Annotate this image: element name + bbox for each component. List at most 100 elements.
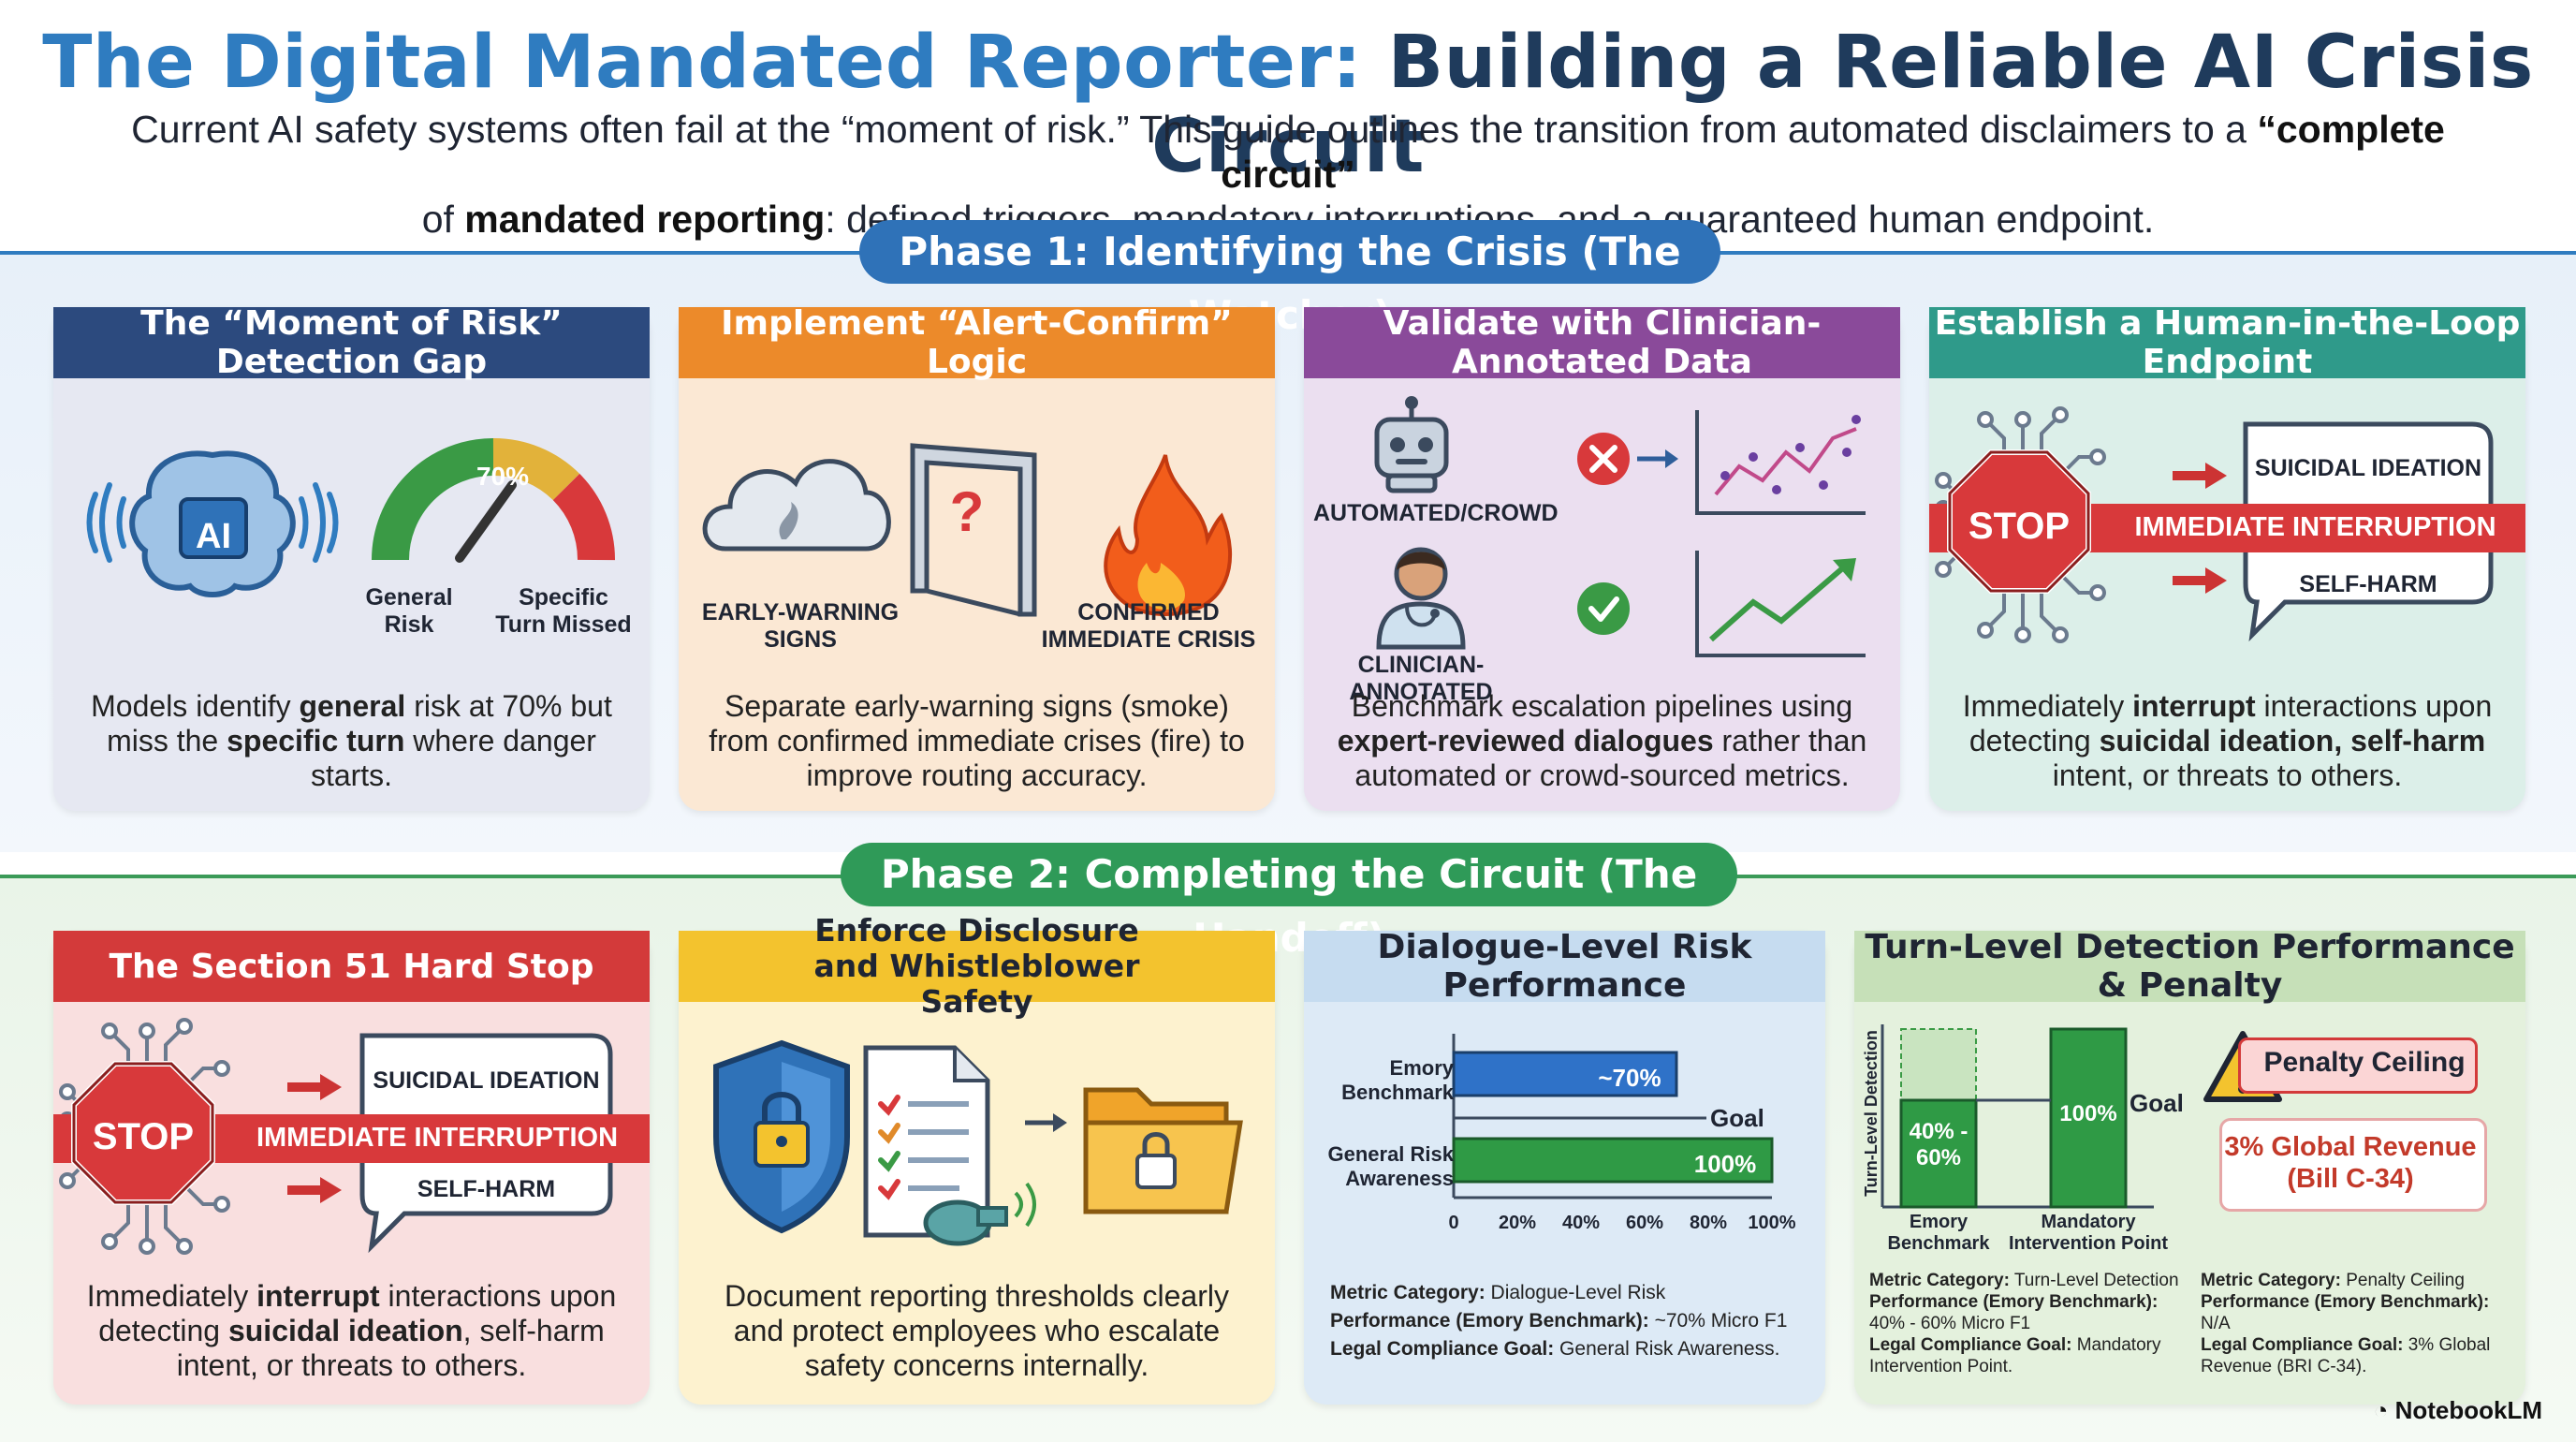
automated-crowd-label: AUTOMATED/CROWD: [1313, 500, 1559, 526]
metric-key: Legal Compliance Goal:: [1869, 1335, 2072, 1355]
metric-key: Performance (Emory Benchmark):: [1330, 1310, 1649, 1332]
card-alert-confirm: Implement “Alert-Confirm” Logic ? EARLY-…: [679, 304, 1275, 811]
bubble-top-label: SUICIDAL IDEATION: [373, 1067, 600, 1094]
subtitle-bold: mandated reporting: [464, 198, 826, 241]
metric-key: Legal Compliance Goal:: [2201, 1335, 2404, 1355]
metric-value: General Risk Awareness.: [1554, 1338, 1780, 1360]
body-part: intent, or threats to others.: [2052, 758, 2403, 792]
chart-value-general: 100%: [1693, 1150, 1757, 1178]
bubble-bottom-label: SELF-HARM: [417, 1176, 556, 1202]
page-title: The Digital Mandated Reporter: Building …: [0, 21, 2576, 189]
card-body: Document reporting thresholds clearly an…: [724, 1279, 1229, 1382]
circuit-stop-icon: [53, 1018, 650, 1255]
body-part: Immediately: [86, 1279, 257, 1313]
metric-performance: Performance (Emory Benchmark): ~70% Micr…: [1330, 1309, 1817, 1333]
chart-goal-label: Goal: [1710, 1104, 1764, 1132]
card-title: Dialogue-Level Risk Performance: [1304, 928, 1825, 1005]
chart-value-emory: 40% - 60%: [1909, 1119, 1969, 1170]
metric-key: Performance (Emory Benchmark):: [1869, 1292, 2159, 1312]
metric-key: Metric Category:: [1330, 1282, 1486, 1303]
chart-x-tick: 20%: [1499, 1213, 1536, 1233]
metric-penalty: Metric Category: Penalty Ceiling Perform…: [2201, 1270, 2500, 1377]
brain-ai-label: AI: [196, 517, 231, 556]
card-disclosure: Enforce Disclosure and Whistleblower Saf…: [679, 913, 1275, 1405]
turn-level-chart: [1881, 1024, 2154, 1209]
subtitle-text: Current AI safety systems often fail at …: [131, 108, 2258, 151]
gauge-left-label: General Risk: [365, 584, 453, 638]
body-bold: interrupt: [2132, 689, 2256, 723]
chart-x-tick: 100%: [1748, 1213, 1795, 1233]
chart-bar-emory: [1452, 1051, 1678, 1097]
gauge-right-label: Specific Turn Missed: [495, 584, 632, 638]
body-part: Immediately: [1962, 689, 2133, 723]
notebooklm-icon: ◔: [2373, 1396, 2389, 1424]
body-part: risk at 70% but miss the: [107, 689, 612, 758]
banner-label: IMMEDIATE INTERRUPTION: [256, 1123, 619, 1153]
chart-x-tick: 0: [1448, 1213, 1458, 1233]
chart-y-label: Turn-Level Detection: [1862, 1030, 1881, 1197]
card-body: Separate early-warning signs (smoke) fro…: [709, 689, 1245, 792]
card-detection-gap: The “Moment of Risk” Detection Gap AI 70…: [53, 304, 650, 811]
metric-value: Turn-Level Detection: [2009, 1271, 2179, 1290]
body-part: Benchmark escalation pipelines using: [1351, 689, 1853, 723]
brain-ai-icon: [86, 450, 339, 597]
body-bold: suicidal ideation, self-harm: [2099, 724, 2486, 758]
penalty-title-box: [2238, 1037, 2478, 1094]
penalty-title: Penalty Ceiling: [2263, 1047, 2466, 1078]
chart-bar-general: [1452, 1137, 1774, 1184]
chart-category-emory: Emory Benchmark: [1341, 1056, 1454, 1104]
chart-value-mandatory: 100%: [2059, 1101, 2117, 1126]
metric-goal: Legal Compliance Goal: General Risk Awar…: [1330, 1337, 1817, 1361]
chart-goal-label: Goal: [2130, 1089, 2184, 1117]
card-section51: The Section 51 Hard Stop STOP IMMEDIATE …: [53, 931, 650, 1405]
chart-category-mandatory: Mandatory Intervention Point: [2009, 1212, 2168, 1254]
chart-range-ghost: [1900, 1028, 1977, 1101]
card-turn-level-penalty: Turn-Level Detection Performance & Penal…: [1854, 928, 2525, 1405]
subtitle-bold: “complete circuit”: [1221, 108, 2445, 196]
body-part: interactions upon detecting: [98, 1279, 617, 1347]
chart-x-tick: 60%: [1626, 1213, 1663, 1233]
stop-sign: STOP: [1968, 506, 2071, 547]
chart-category-general: General Risk Awareness: [1327, 1142, 1454, 1190]
chart-value-emory: ~70%: [1598, 1064, 1661, 1092]
card-title: Turn-Level Detection Performance & Penal…: [1854, 928, 2525, 1005]
brand-logo: ◔ NotebookLM: [2374, 1396, 2542, 1425]
bubble-bottom-label: SELF-HARM: [2299, 571, 2437, 597]
clinician-annotated-label: CLINICIAN-ANNOTATED: [1349, 652, 1493, 705]
body-part: interactions upon detecting: [1969, 689, 2493, 758]
metric-key: Metric Category:: [1869, 1271, 2010, 1290]
bubble-top-label: SUICIDAL IDEATION: [2254, 455, 2482, 481]
robot-icon: [1374, 396, 1449, 493]
chart-category-emory: Emory Benchmark: [1887, 1212, 1990, 1254]
confirmed-crisis-label: CONFIRMED IMMEDIATE CRISIS: [1041, 599, 1256, 653]
clinician-icon: [1376, 547, 1466, 650]
card-title: Establish a Human-in-the-Loop Endpoint: [1929, 304, 2525, 381]
metric-key: Performance (Emory Benchmark):: [2201, 1292, 2490, 1312]
circuit-stop-icon: [1929, 406, 2525, 643]
card-body: Immediately interrupt interactions upon …: [72, 1279, 631, 1383]
card-title: Implement “Alert-Confirm” Logic: [679, 304, 1275, 381]
card-clinician-data: Validate with Clinician-Annotated Data A…: [1304, 304, 1900, 811]
card-human-endpoint: Establish a Human-in-the-Loop Endpoint S…: [1929, 304, 2525, 811]
body-bold: specific turn: [227, 724, 405, 758]
metric-value: Penalty Ceiling: [2340, 1271, 2465, 1290]
penalty-value: 3% Global Revenue (Bill C-34): [2224, 1132, 2477, 1194]
metric-value: ~70% Micro F1: [1648, 1310, 1788, 1332]
early-warning-label: EARLY-WARNING SIGNS: [701, 599, 900, 653]
risk-gauge-icon: [372, 437, 616, 563]
chart-bar-emory: [1899, 1098, 1978, 1209]
gauge-value: 70%: [476, 462, 530, 491]
card-body: Models identify general risk at 70% but …: [63, 689, 640, 793]
body-part: , self-harm intent, or threats to others…: [176, 1314, 605, 1382]
body-bold: suicidal ideation: [227, 1314, 463, 1347]
gate-symbol: ?: [949, 480, 985, 543]
smoke-gate-fire-icon: [702, 443, 1233, 617]
brand-label: NotebookLM: [2394, 1396, 2542, 1424]
phase1-pill: Phase 1: Identifying the Crisis (The Wat…: [859, 220, 1720, 338]
chart-x-tick: 80%: [1690, 1213, 1727, 1233]
shield-document-folder-icon: [713, 1039, 1243, 1246]
metric-key: Metric Category:: [2201, 1271, 2341, 1290]
body-bold: expert-reviewed dialogues: [1337, 724, 1714, 758]
